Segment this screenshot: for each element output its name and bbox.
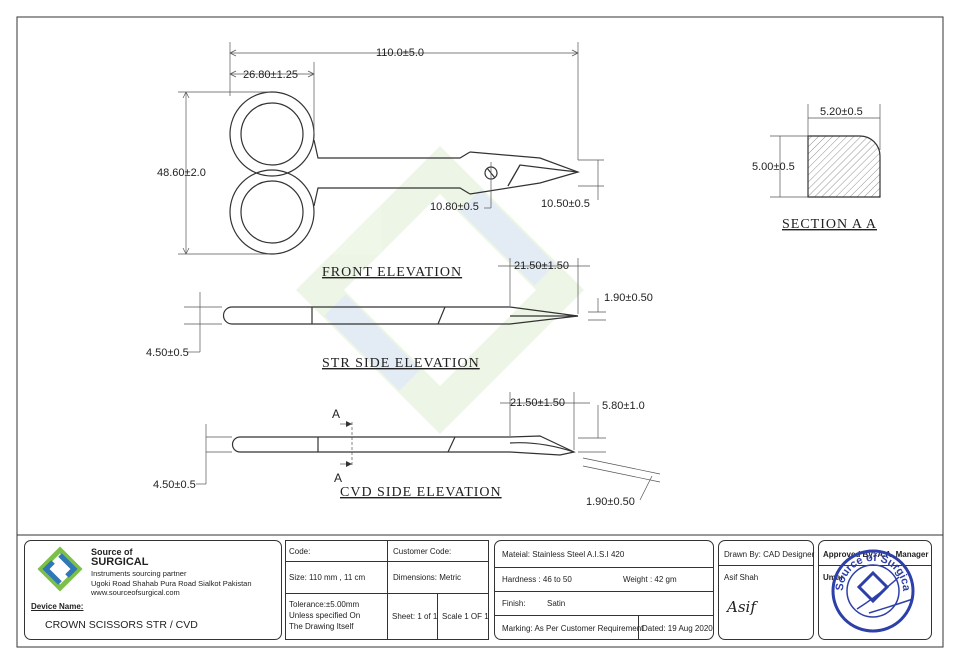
svg-text:Source of Surgical: Source of Surgical [829,547,912,592]
section-marker-top: A [332,407,340,421]
device-name-value: CROWN SCISSORS STR / CVD [45,619,198,631]
customer-code-cell: Customer Code: [387,540,489,562]
dim-str-blade-length: 21.50±1.50 [514,260,569,272]
material-value: Mateial: Stainless Steel A.I.S.I 420 [502,550,625,559]
tolerance-cell: Tolerance:±5.00mm Unless specified On Th… [285,593,388,640]
front-elevation-title: FRONT ELEVATION [322,265,462,280]
str-side-elevation-title: STR SIDE ELEVATION [322,356,480,371]
drawn-by-signature: Asif [727,598,756,616]
company-name-line1: Source of [91,547,133,557]
dimensions-label: Dimensions: Metric [393,573,462,582]
tolerance-line2: Unless specified On [289,611,361,620]
tolerance-line3: The Drawing Itself [289,622,354,631]
dim-cvd-curve: 5.80±1.0 [602,400,645,412]
watermark-logo [295,145,585,435]
scale-cell: Scale 1 OF 1 [437,593,489,640]
marking-value: Marking: As Per Customer Requirement [502,624,644,633]
stamp-text: Source of Surgical [829,547,912,592]
dim-cvd-tip: 1.90±0.50 [586,496,635,508]
dim-pivot: 10.80±0.5 [430,201,479,213]
code-label: Code: [289,547,311,556]
dated-value: Dated: 19 Aug 2020 [642,624,713,633]
company-tagline: Instruments sourcing partner [91,569,187,578]
company-address: Ugoki Road Shahab Pura Road Sialkot Paki… [91,579,252,588]
company-logo [37,546,83,592]
size-cell: Size: 110 mm , 11 cm [285,561,388,594]
device-name-label: Device Name: [31,602,84,611]
code-cell: Code: [285,540,388,562]
section-arrow-bottom [346,461,352,467]
scale-value: Scale 1 OF 1 [442,612,489,621]
dim-str-thickness: 4.50±0.5 [146,347,189,359]
dim-section-width: 5.20±0.5 [820,106,863,118]
hardness-value: Hardness : 46 to 50 [502,575,572,584]
drawn-by-name: Asif Shah [724,573,759,582]
company-stamp: Source of Surgical [829,547,915,633]
front-dimensions [178,42,604,255]
drawn-by-label: Drawn By: CAD Designer [724,550,815,559]
sheet-cell: Sheet: 1 of 1 [387,593,438,640]
dim-height: 48.60±2.0 [157,167,206,179]
section-arrow-top [346,421,352,427]
dim-str-tip: 1.90±0.50 [604,292,653,304]
str-side-elevation-drawing [222,306,579,325]
sheet-border [16,16,944,648]
company-website: www.sourceofsurgical.com [91,588,180,597]
customer-code-label: Customer Code: [393,547,452,556]
drawn-by-panel: Drawn By: CAD Designer Asif Shah Asif [718,540,814,640]
front-elevation-drawing [229,91,580,255]
dim-cvd-blade-length: 21.50±1.50 [510,397,565,409]
cvd-side-elevation-title: CVD SIDE ELEVATION [340,485,502,500]
section-aa-title: SECTION A A [782,217,877,232]
material-panel: Mateial: Stainless Steel A.I.S.I 420 Har… [494,540,714,640]
approved-by-label: Approved By: A.A. Manager [823,550,929,559]
str-dimensions [184,258,606,353]
cvd-dimensions [196,392,661,501]
dim-section-height: 5.00±0.5 [752,161,795,173]
sheet-value: Sheet: 1 of 1 [392,612,438,621]
cvd-side-elevation-drawing [231,435,576,456]
dim-tip: 10.50±0.5 [541,198,590,210]
dim-ring-width: 26.80±1.25 [243,69,298,81]
finish-label: Finish: [502,599,526,608]
size-value: Size: 110 mm , 11 cm [289,573,366,582]
approved-by-name: Umar [823,573,844,582]
section-aa-drawing [770,104,881,198]
company-name-line2: SURGICAL [91,556,149,568]
finish-value: Satin [547,599,566,608]
section-marker-bottom: A [334,471,342,485]
dimensions-cell: Dimensions: Metric [387,561,489,594]
weight-value: Weight : 42 gm [623,575,677,584]
approved-by-panel: Approved By: A.A. Manager Umar Source of… [818,540,932,640]
dim-overall-length: 110.0±5.0 [376,47,424,59]
dim-cvd-thickness: 4.50±0.5 [153,479,196,491]
company-panel: Source of SURGICAL Instruments sourcing … [24,540,282,640]
tolerance-line1: Tolerance:±5.00mm [289,600,360,609]
